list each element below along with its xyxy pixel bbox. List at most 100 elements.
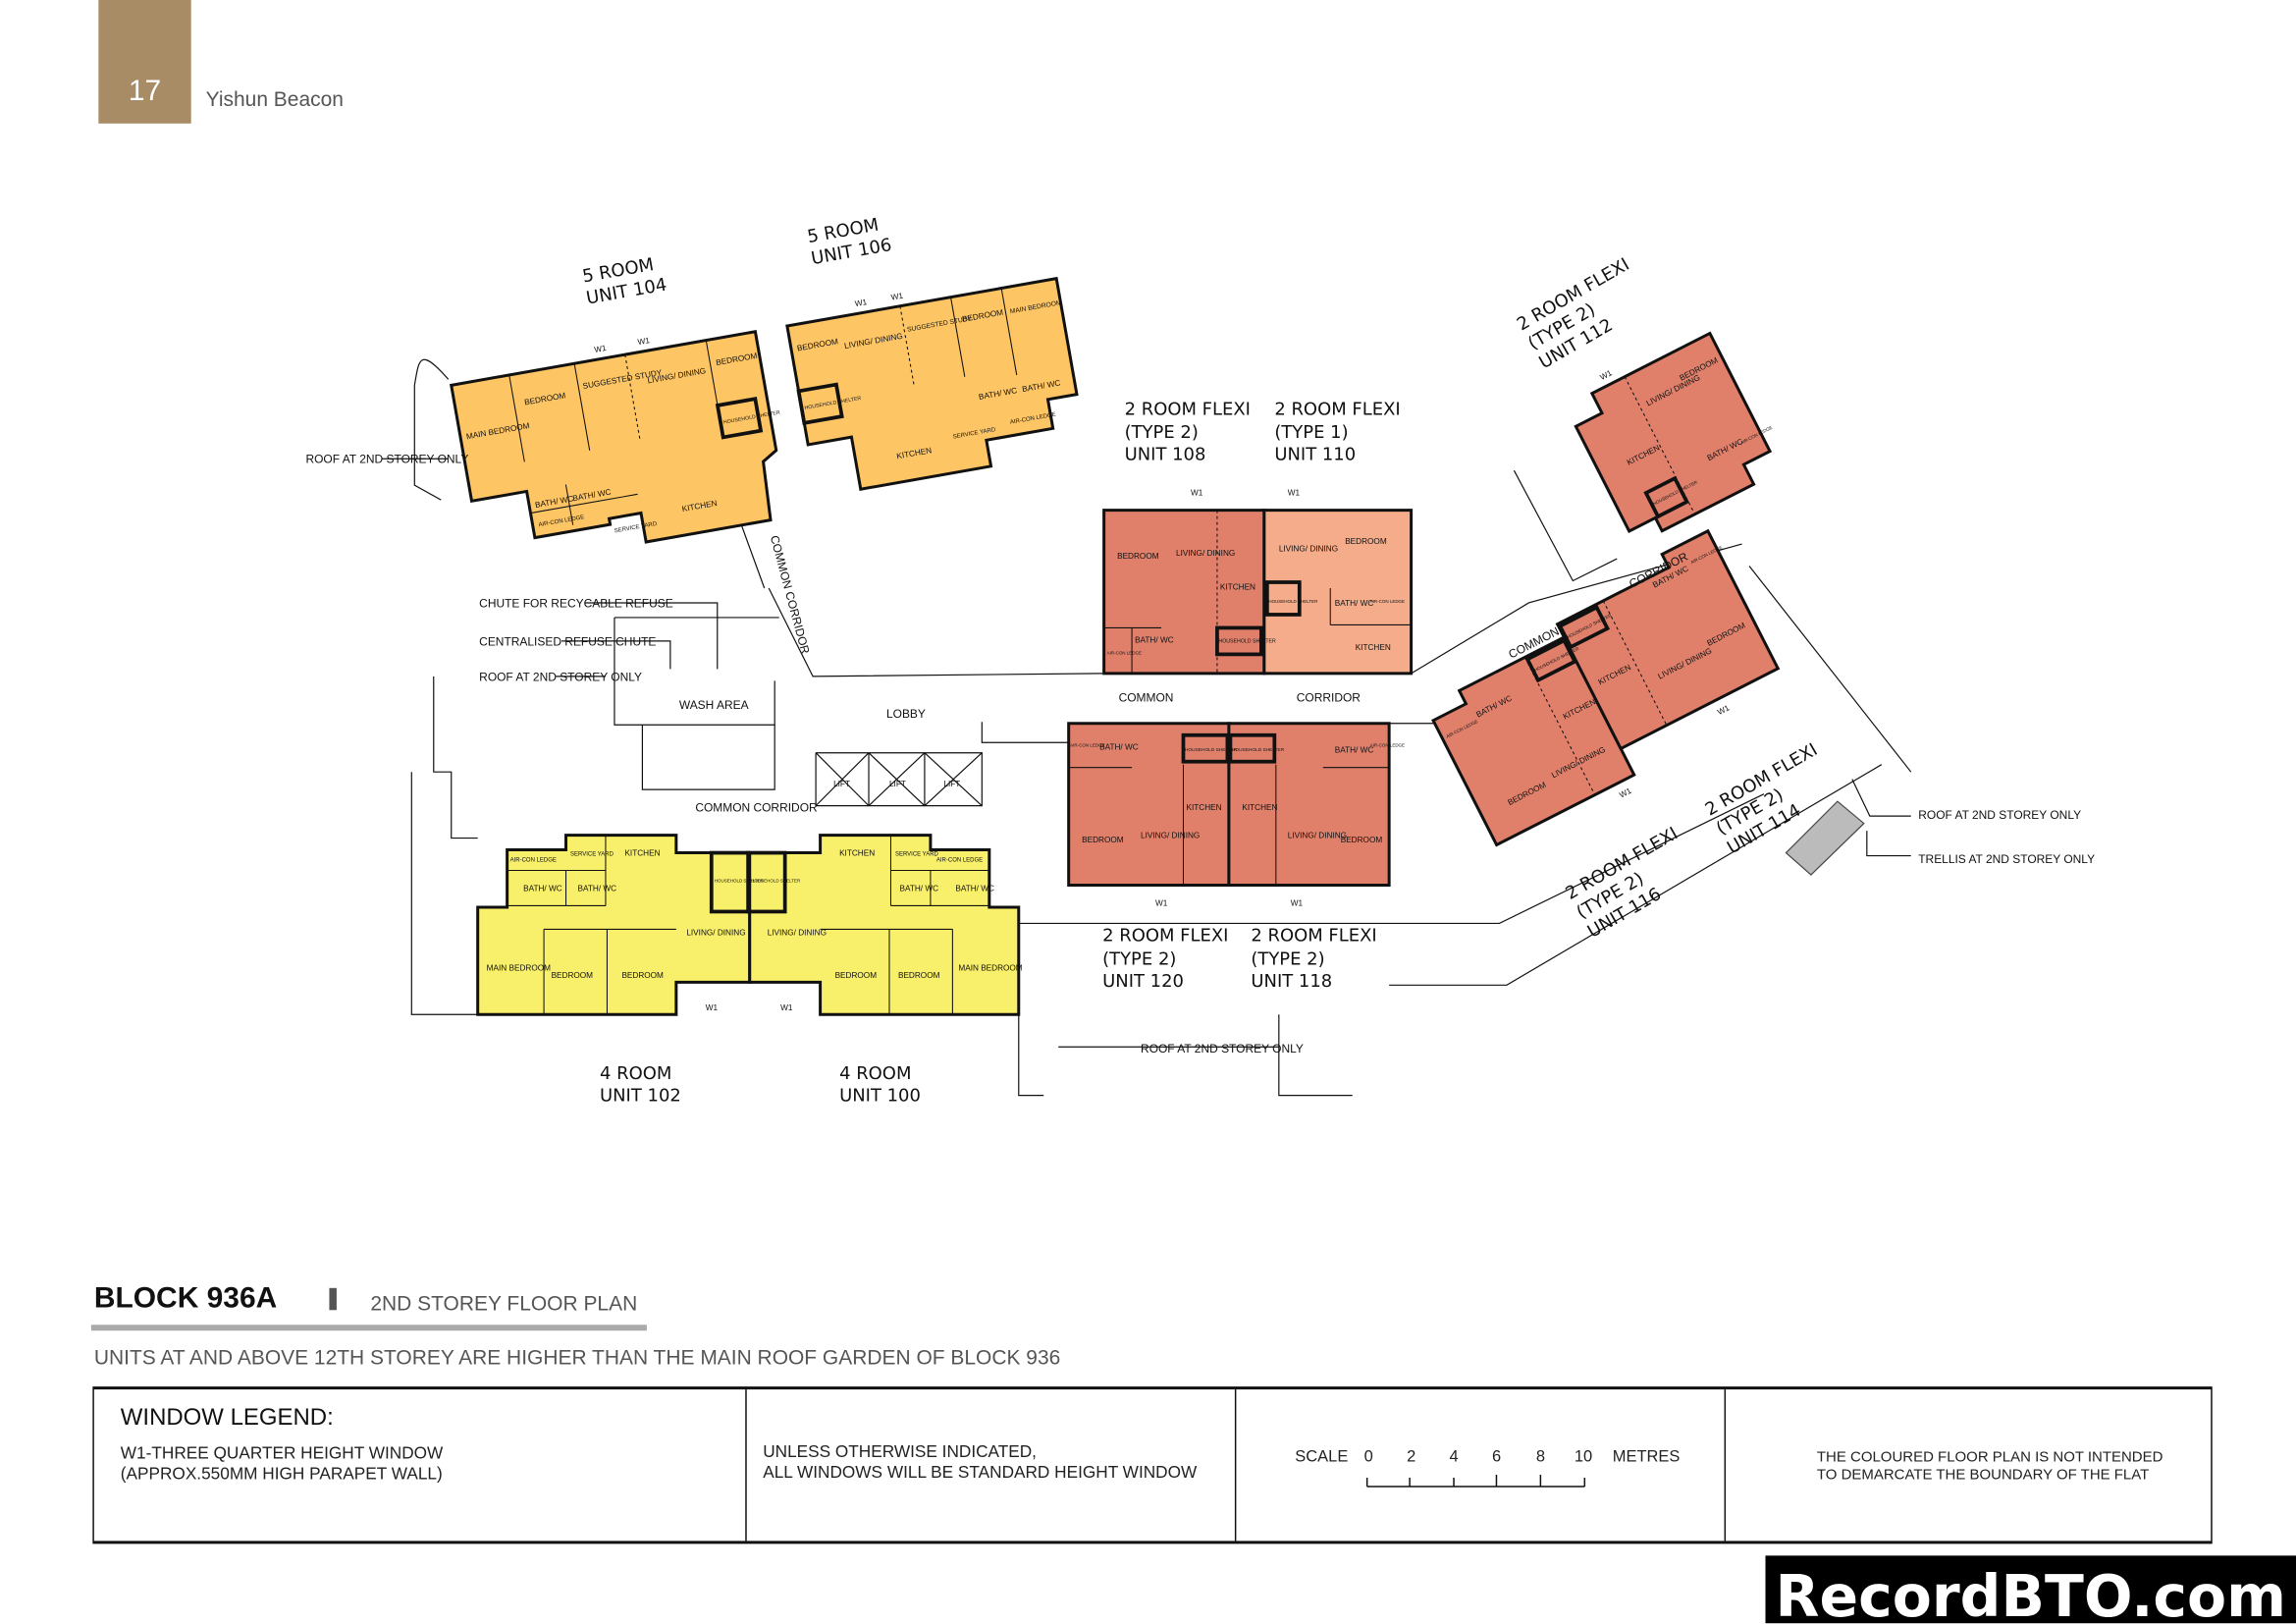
- unit-112-outline[interactable]: [1566, 331, 1780, 544]
- window-label: W1: [1191, 489, 1203, 498]
- room-label: HOUSEHOLD SHELTER: [751, 878, 801, 883]
- window-label: W1: [890, 292, 904, 302]
- unit-110-number: UNIT 110: [1274, 445, 1356, 465]
- unit-100-outline[interactable]: [748, 834, 1021, 1016]
- window-label: W1: [706, 1003, 719, 1012]
- page-number-box: 17: [98, 0, 191, 124]
- roof-note: ROOF AT 2ND STOREY ONLY: [1141, 1042, 1304, 1056]
- room-label: LIVING/ DINING: [1279, 545, 1338, 554]
- room-label: AIR-CON LEDGE: [1070, 743, 1104, 748]
- scale-tick-label: 4: [1449, 1448, 1459, 1467]
- page-number: 17: [128, 75, 162, 108]
- room-label: BEDROOM: [1117, 552, 1159, 561]
- room-label: KITCHEN: [624, 849, 660, 858]
- room-label: LIVING/ DINING: [768, 928, 827, 937]
- room-label: HOUSEHOLD SHELTER: [1268, 599, 1318, 604]
- window-label: W1: [1618, 786, 1632, 800]
- scale-tick-label: 8: [1535, 1448, 1546, 1467]
- roof-note: ROOF AT 2ND STOREY ONLY: [1918, 808, 2081, 822]
- room-label: AIR-CON LEDGE: [1370, 599, 1405, 604]
- window-note-cell: UNLESS OTHERWISE INDICATED, ALL WINDOWS …: [747, 1389, 1237, 1542]
- room-label: KITCHEN: [1220, 582, 1255, 591]
- disclaimer-cell: THE COLOURED FLOOR PLAN IS NOT INTENDED …: [1726, 1389, 2211, 1541]
- floor-plan-subtitle: 2ND STOREY FLOOR PLAN: [370, 1290, 638, 1315]
- unit-120-type: 2 ROOM FLEXI: [1102, 925, 1228, 946]
- room-label: BATH/ WC: [899, 884, 938, 893]
- window-legend-line2: (APPROX.550MM HIGH PARAPET WALL): [120, 1466, 443, 1484]
- unit-108-outline[interactable]: [1102, 509, 1266, 676]
- room-label: LIVING/ DINING: [1288, 832, 1347, 840]
- unit-120-variant: (TYPE 2): [1102, 948, 1176, 969]
- room-label: AIR-CON LEDGE: [936, 858, 983, 864]
- unit-118-outline[interactable]: [1227, 722, 1391, 887]
- scale-bar: [1365, 1474, 1586, 1488]
- units-120-118: BATH/ WC AIR-CON LEDGE HOUSEHOLD SHELTER…: [1067, 722, 1405, 907]
- room-label: HOUSEHOLD SHELTER: [1185, 747, 1238, 753]
- room-label: BEDROOM: [1345, 537, 1387, 546]
- window-label: W1: [1599, 368, 1614, 382]
- watermark: RecordBTO.com: [1765, 1555, 2296, 1624]
- room-label: BATH/ WC: [955, 884, 994, 893]
- lift-label: LIFT: [833, 780, 850, 788]
- unit-100-number: UNIT 100: [839, 1086, 921, 1107]
- unit-108-variant: (TYPE 2): [1125, 422, 1199, 443]
- room-label: HOUSEHOLD SHELTER: [715, 878, 765, 883]
- window-label: W1: [780, 1003, 793, 1012]
- chute-recycle-note: CHUTE FOR RECYCABLE REFUSE: [479, 596, 673, 610]
- disclaimer-line2: TO DEMARCATE THE BOUNDARY OF THE FLAT: [1816, 1467, 2150, 1484]
- room-label: BEDROOM: [898, 971, 940, 980]
- window-label: W1: [594, 344, 608, 354]
- unit-114-outline[interactable]: [1551, 528, 1781, 751]
- room-label: SERVICE YARD: [895, 852, 939, 858]
- room-label: BATH/ WC: [1099, 743, 1139, 752]
- room-label: LIVING/ DINING: [1176, 549, 1235, 558]
- unit-120-outline[interactable]: [1067, 722, 1231, 887]
- project-name: Yishun Beacon: [205, 86, 344, 111]
- room-label: KITCHEN: [1242, 803, 1277, 812]
- room-label: BEDROOM: [552, 971, 594, 980]
- leader-lines: [382, 458, 1911, 857]
- room-label: KITCHEN: [1356, 643, 1391, 652]
- room-label: SERVICE YARD: [570, 852, 614, 858]
- unit-110-outline[interactable]: [1262, 509, 1414, 676]
- unit-110-variant: (TYPE 1): [1274, 422, 1348, 443]
- unit-118-number: UNIT 118: [1251, 971, 1332, 992]
- room-label: MAIN BEDROOM: [958, 963, 1022, 972]
- title-underline: [90, 1325, 647, 1331]
- unit-104-outline[interactable]: [449, 330, 788, 570]
- window-legend-title: WINDOW LEGEND:: [120, 1405, 334, 1432]
- lift-label: LIFT: [943, 780, 960, 788]
- unit-120-number: UNIT 120: [1102, 971, 1184, 992]
- window-label: W1: [1288, 489, 1301, 498]
- room-label: BATH/ WC: [1335, 599, 1374, 608]
- room-label: KITCHEN: [1186, 803, 1221, 812]
- unit-102-type: 4 ROOM: [600, 1063, 671, 1084]
- unit-102-number: UNIT 102: [600, 1086, 681, 1107]
- common-label: COMMON: [1119, 690, 1174, 704]
- room-label: HOUSEHOLD SHELTER: [1232, 747, 1285, 753]
- room-label: LIVING/ DINING: [1141, 832, 1200, 840]
- unit-108-number: UNIT 108: [1125, 445, 1206, 465]
- common-corridor-label: COMMON CORRIDOR: [695, 801, 818, 815]
- four-room-block: MAIN BEDROOM BEDROOM BEDROOM LIVING/ DIN…: [476, 780, 1023, 1016]
- unit-112: LIVING/ DINING BEDROOM KITCHEN HOUSEHOLD…: [1566, 331, 1780, 544]
- scale-tick-label: 6: [1491, 1448, 1502, 1467]
- unit-100-type: 4 ROOM: [839, 1063, 911, 1084]
- unit-106-outline[interactable]: [785, 276, 1087, 497]
- room-label: MAIN BEDROOM: [487, 963, 551, 972]
- scale-cell: SCALE 0 2 4 6 8 10 METRES: [1236, 1389, 1727, 1542]
- window-label: W1: [1291, 898, 1304, 907]
- unit-102-outline[interactable]: [476, 834, 752, 1016]
- room-label: AIR-CON LEDGE: [510, 858, 557, 864]
- units-116-114: AIR-CON LEDGE BATH/ WC HOUSEHOLD SHELTER…: [1431, 528, 1781, 847]
- window-label: W1: [1716, 703, 1731, 717]
- lobby-label: LOBBY: [886, 707, 926, 721]
- window-label: W1: [637, 336, 651, 347]
- trellis-note: TRELLIS AT 2ND STOREY ONLY: [1918, 852, 2095, 866]
- room-label: BEDROOM: [835, 971, 878, 980]
- unit-110-type: 2 ROOM FLEXI: [1274, 399, 1400, 419]
- room-label: AIR-CON LEDGE: [1107, 650, 1142, 655]
- room-label: KITCHEN: [839, 849, 875, 858]
- block-title: BLOCK 936A: [93, 1281, 278, 1315]
